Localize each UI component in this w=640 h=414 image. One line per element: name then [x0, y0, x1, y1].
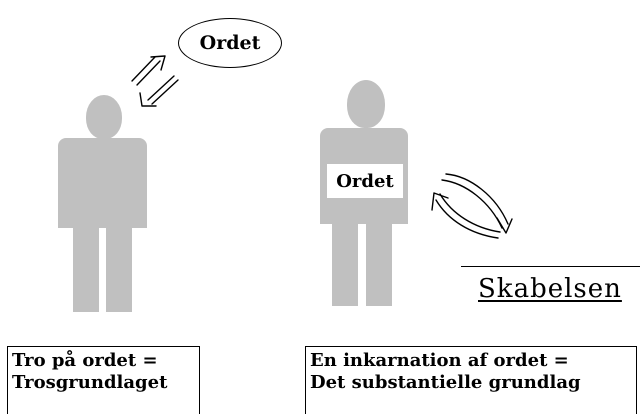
caption-box-left: Tro på ordet = Trosgrundlaget	[7, 346, 200, 414]
figure-right-leg-left	[332, 222, 358, 306]
caption-left-line2: Trosgrundlaget	[12, 372, 168, 393]
exchange-arrow-up-icon	[131, 55, 166, 86]
figure-left-torso	[58, 138, 147, 228]
skabelsen-label: Skabelsen	[478, 274, 622, 304]
ordet-ellipse-label: Ordet	[199, 32, 261, 54]
curved-arrow-left-icon	[431, 192, 501, 239]
caption-right-line2: Det substantielle grundlag	[310, 372, 581, 393]
ordet-chest-box: Ordet	[327, 164, 403, 198]
figure-left-head	[86, 95, 122, 139]
figure-left-leg-left	[73, 226, 99, 312]
figure-left-leg-right	[106, 226, 132, 312]
figure-right-leg-right	[366, 222, 392, 306]
skabelsen-divider-line	[461, 266, 640, 267]
ordet-chest-label: Ordet	[336, 170, 394, 192]
figure-right-head	[347, 80, 385, 128]
exchange-arrow-down-icon	[139, 75, 179, 107]
caption-box-right: En inkarnation af ordet = Det substantie…	[305, 346, 637, 414]
caption-right-line1: En inkarnation af ordet =	[310, 350, 569, 371]
ordet-ellipse: Ordet	[178, 18, 282, 68]
caption-left-line1: Tro på ordet =	[12, 350, 158, 371]
curved-arrow-right-icon	[441, 173, 513, 234]
